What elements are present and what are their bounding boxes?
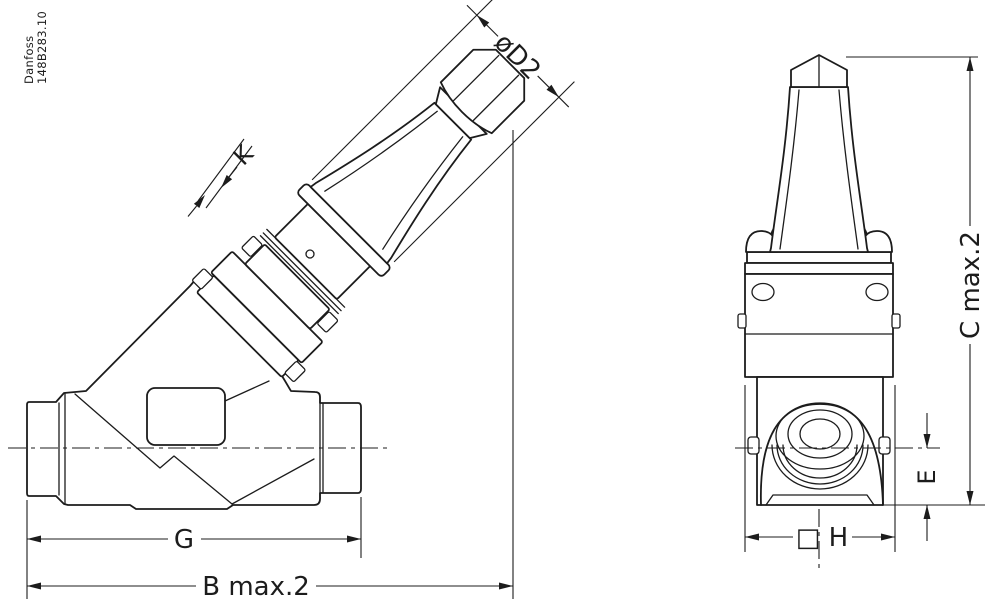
- d2-arrow-left: [476, 15, 490, 28]
- bonnet-bolt: [284, 361, 306, 382]
- seal-cap-cone-inner-line: [382, 136, 464, 250]
- dimension-label-b: B max.2: [202, 572, 310, 602]
- brand-block: Danfoss 148B283.10: [22, 11, 49, 84]
- d2-arrow-right: [546, 84, 559, 98]
- cone-inner-line: [779, 89, 800, 250]
- seal-cap-cone-front: [769, 86, 869, 253]
- g-arrow-right: [347, 535, 361, 543]
- socket-arc: [771, 444, 869, 490]
- dimension-k: K: [187, 138, 260, 217]
- e-arrow-bottom: [923, 505, 931, 519]
- h-arrow-right: [881, 533, 895, 541]
- hex-cap-facet-line: [452, 54, 500, 102]
- h-arrow-left: [745, 533, 759, 541]
- c-arrow-bottom: [966, 491, 974, 505]
- bonnet-bolt: [241, 235, 263, 257]
- front-view: C max.2 E □ H: [735, 54, 986, 572]
- drawing-number-label: 148B283.10: [35, 11, 49, 84]
- c-arrow-top: [966, 57, 974, 71]
- gland-plate-lower: [744, 262, 894, 275]
- bonnet-bolt: [192, 268, 213, 290]
- b-arrow-left: [27, 582, 41, 590]
- cone-inner-line: [838, 89, 859, 250]
- side-view: øD2: [8, 0, 575, 602]
- body-arch: [760, 403, 884, 506]
- body-nub-right: [878, 436, 891, 455]
- b-arrow-right: [499, 582, 513, 590]
- bonnet-bolt: [317, 311, 339, 333]
- dimension-c: C max.2: [846, 56, 986, 506]
- gland-plate-upper: [746, 251, 892, 264]
- d2-extension-line-right: [393, 81, 575, 263]
- dimension-label-g: G: [174, 525, 194, 555]
- socket-ring: [787, 409, 853, 459]
- dimension-g: G: [26, 497, 362, 599]
- base-trapezoid: [765, 494, 875, 506]
- e-arrow-top: [923, 434, 931, 448]
- k-arrow-upper: [221, 175, 233, 188]
- k-extension-line: [197, 138, 245, 202]
- seat-line-right: [231, 458, 315, 505]
- dimension-e: E: [913, 413, 941, 541]
- bolt-hole-left: [751, 282, 775, 302]
- socket-arc: [776, 444, 864, 485]
- bolt-hole-right: [865, 282, 889, 302]
- flange-nub-left: [737, 313, 747, 329]
- hex-cap: [439, 48, 526, 135]
- seal-cap-cone: [309, 101, 473, 265]
- vent-hole: [305, 249, 315, 259]
- g-arrow-left: [27, 535, 41, 543]
- nameplate: [146, 387, 226, 446]
- dimension-label-h: □ H: [796, 523, 848, 553]
- dimension-label-c: C max.2: [956, 231, 986, 339]
- dimension-label-e: E: [913, 469, 941, 484]
- k-arrow-lower: [193, 195, 205, 208]
- dimension-b: B max.2: [27, 130, 514, 602]
- d2-extension-line-left: [311, 0, 493, 181]
- seat-line-left: [74, 393, 233, 505]
- hex-cap-facet-line: [472, 74, 520, 122]
- dimension-label-k: K: [228, 139, 260, 171]
- seal-cap-cone-inner-line: [324, 110, 438, 192]
- body-nub-left: [747, 436, 760, 455]
- socket-ring: [799, 418, 841, 450]
- flange-nub-right: [891, 313, 901, 329]
- socket-arc: [782, 444, 858, 479]
- brand-name-label: Danfoss: [22, 36, 36, 84]
- nameplate-leader-line: [224, 380, 270, 402]
- k-leader-line: [187, 166, 238, 217]
- bonnet-assembly: øD2: [192, 0, 575, 382]
- bonnet-gland-plate: [244, 244, 330, 330]
- socket-ring: [775, 402, 865, 470]
- dimension-h: □ H: [744, 385, 896, 553]
